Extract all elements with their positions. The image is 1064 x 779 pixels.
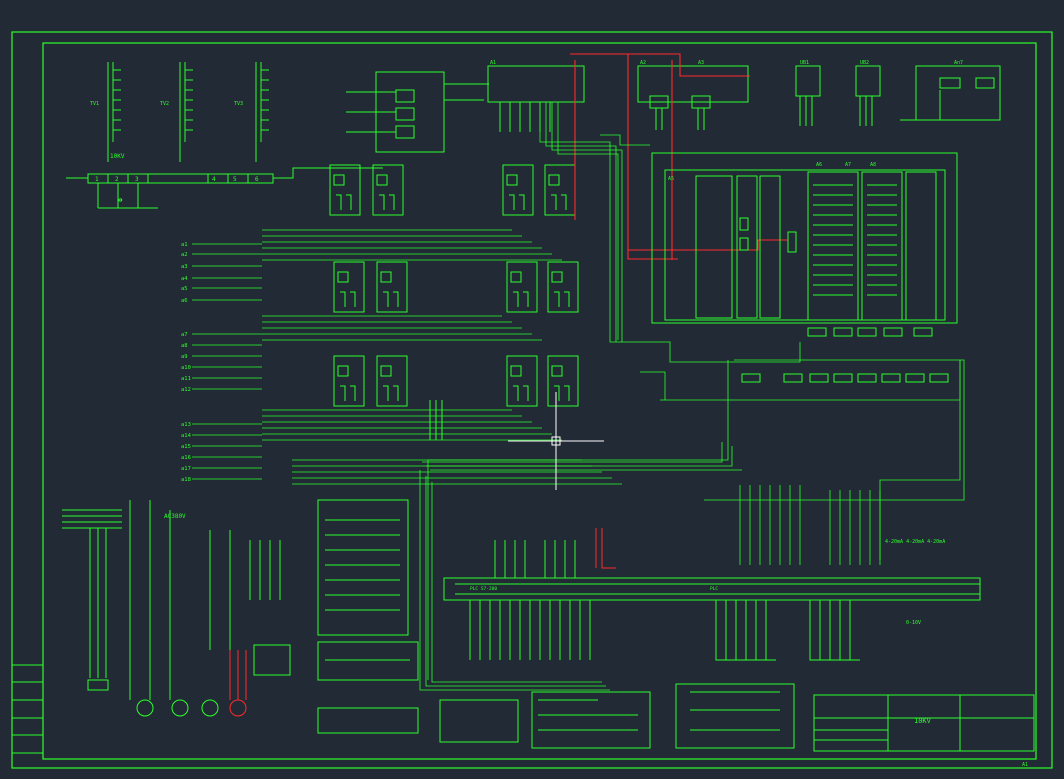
relay-module [372,164,404,216]
red-wiring [570,53,788,260]
svg-text:a3: a3 [181,264,188,270]
svg-text:a16: a16 [181,455,191,461]
terminal-cell-4: 4 [212,176,216,183]
terminal-cell-1: 1 [95,176,99,183]
outer-frame [11,31,1053,769]
svg-text:a13: a13 [181,422,191,428]
sheet-label: A1 [1022,762,1028,768]
module-label-a2: A2 [640,60,646,66]
terminal-cell-3: 3 [135,176,139,183]
plc-slot-a8: A8 [870,162,876,168]
svg-text:a8: a8 [181,343,188,349]
module-ub1 [795,65,821,97]
title-block [813,694,1035,752]
svg-text:a11: a11 [181,376,191,382]
module-label-ub1: UB1 [800,60,809,66]
transformer-group [107,62,269,162]
module-label-a3: A3 [698,60,704,66]
plc-slot-a5: A5 [668,176,674,182]
terminal-block [66,167,383,209]
transformer-3 [255,62,269,142]
svg-text:a9: a9 [181,354,188,360]
svg-text:a15: a15 [181,444,191,450]
motor-circuits [62,500,291,717]
transformer-label-2: TV2 [160,101,169,107]
module-ub2 [855,65,881,97]
relay-module [502,164,534,216]
io-strip [741,327,949,383]
crosshair-cursor [508,392,604,490]
module-a1 [487,65,585,103]
relay-module [547,355,579,407]
analog-voltage-label: 0-10V [906,620,921,626]
relay-module [333,355,365,407]
terminal-cell-6: 6 [255,176,259,183]
relay-module [329,164,361,216]
plc-row [443,540,981,661]
title-voltage: 10KV [914,717,932,725]
top-modules [487,65,1001,132]
svg-text:a18: a18 [181,477,191,483]
svg-text:a17: a17 [181,466,191,472]
module-label-an7: An7 [954,60,963,66]
voltage-label: 10KV [110,153,125,160]
relay-module [376,355,408,407]
red-motor [229,650,247,717]
inner-frame [42,42,1037,760]
module-label-ub2: UB2 [860,60,869,66]
transformer-1 [107,62,121,142]
svg-text:a7: a7 [181,332,188,338]
row-labels-a: a1 a2 a3 a4 a5 a6 [181,242,188,304]
svg-text:a2: a2 [181,252,188,258]
relay-modules [329,164,579,440]
relay-module [506,261,538,313]
relay-module [376,261,408,313]
relay-module [544,164,576,216]
ladder-boxes [317,499,795,749]
svg-text:a1: a1 [181,242,188,248]
ac-power-label: AC380V [164,513,186,520]
svg-text:a10: a10 [181,365,191,371]
plc-row-label-right: PLC [710,586,718,592]
svg-text:a12: a12 [181,387,191,393]
module-label-a1: A1 [490,60,496,66]
terminal-cell-5: 5 [233,176,237,183]
red-io-mark [595,528,616,569]
bus-wiring [419,102,965,691]
plc-slot-a7: A7 [845,162,851,168]
terminal-cell-2: 2 [115,176,119,183]
svg-text:a5: a5 [181,286,188,292]
svg-text:a4: a4 [181,276,188,282]
relay-module [547,261,579,313]
relay-module [333,261,365,313]
plc-row-label-left: PLC S7-200 [470,586,497,592]
plc-rack [651,152,958,324]
relay-module [506,355,538,407]
control-block [346,71,489,153]
left-title-strip [11,664,44,754]
transformer-2 [179,62,193,142]
transformer-label-3: TV3 [234,101,243,107]
row-labels-b: a7 a8 a9 a10 a11 a12 [181,332,191,393]
svg-text:a14: a14 [181,433,192,439]
row-labels-c: a13 a14 a15 a16 a17 a18 [181,422,192,483]
module-an7 [915,65,1001,121]
plc-slot-a6: A6 [816,162,822,168]
module-a2 [637,65,749,103]
analog-range-label: 4-20mA 4-20mA 4-20mA [885,539,945,545]
svg-text:a6: a6 [181,298,188,304]
transformer-label-1: TV1 [90,101,99,107]
